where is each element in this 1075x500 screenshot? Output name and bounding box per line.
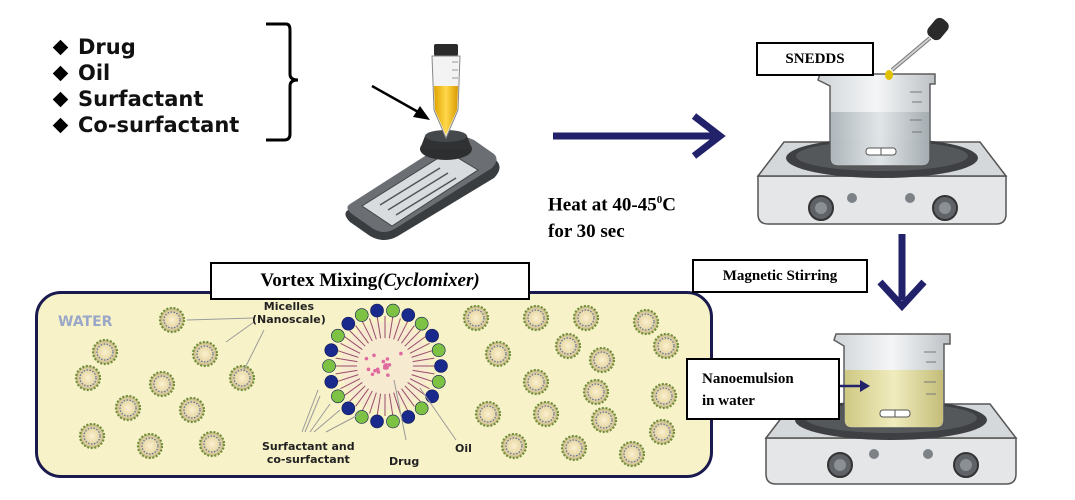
surfactant-head <box>386 304 399 317</box>
micelle <box>230 366 254 390</box>
snedds-text: SNEDDS <box>785 51 844 67</box>
surfactant-head <box>325 344 338 357</box>
snedds-label: SNEDDS <box>756 42 874 76</box>
ingredient-label: Surfactant <box>78 87 203 111</box>
magnetic-stirring-text: Magnetic Stirring <box>723 268 838 284</box>
micelle <box>502 434 526 458</box>
surfactant-head <box>432 375 445 388</box>
surfactant-line1: Surfactant and <box>262 440 355 453</box>
micelle <box>150 372 174 396</box>
micelle <box>138 434 162 458</box>
water-text: WATER <box>58 314 112 330</box>
diamond-bullet-icon <box>53 39 69 55</box>
micelle <box>160 308 184 332</box>
micelle <box>620 442 644 466</box>
micelle <box>80 424 104 448</box>
nanoemulsion-line1: Nanoemulsion <box>702 368 838 390</box>
micelle <box>116 396 140 420</box>
ingredient-label: Co-surfactant <box>78 113 239 137</box>
surfactant-head <box>426 390 439 403</box>
oil-label: Oil <box>455 442 472 455</box>
surfactant-line2: co-surfactant <box>262 453 355 466</box>
surfactant-head <box>415 402 428 415</box>
drug-text: Drug <box>389 455 419 468</box>
surfactant-head <box>323 360 336 373</box>
ingredient-item: Oil <box>52 60 239 86</box>
micelle <box>574 306 598 330</box>
heat-instruction: Heat at 40-450C for 30 sec <box>548 187 676 245</box>
micelle <box>592 408 616 432</box>
nanoemulsion-label: Nanoemulsion in water <box>686 358 840 420</box>
surfactant-head <box>432 344 445 357</box>
vortex-mixing-label: Vortex Mixing(Cyclomixer) <box>210 262 530 300</box>
micelle <box>93 340 117 364</box>
micelle <box>524 370 548 394</box>
heat-text-suffix: C <box>662 194 676 215</box>
surfactant-head <box>415 317 428 330</box>
micelle <box>464 306 488 330</box>
ingredient-item: Co-surfactant <box>52 112 239 138</box>
micelle <box>650 420 674 444</box>
ingredient-item: Surfactant <box>52 86 239 112</box>
micelle <box>584 380 608 404</box>
surfactant-head <box>355 309 368 322</box>
micelles-line1: Micelles <box>252 300 326 313</box>
heat-text-prefix: Heat at 40-45 <box>548 194 657 215</box>
surfactant-head <box>331 390 344 403</box>
ingredient-label: Drug <box>78 35 136 59</box>
surfactant-head <box>426 329 439 342</box>
ingredient-list: Drug Oil Surfactant Co-surfactant <box>52 34 239 138</box>
water-label: WATER <box>58 314 112 330</box>
surfactant-head <box>331 329 344 342</box>
surfactant-head <box>371 415 384 428</box>
surfactant-head <box>402 309 415 322</box>
ingredient-label: Oil <box>78 61 110 85</box>
diamond-bullet-icon <box>53 91 69 107</box>
vortex-italic-text: (Cyclomixer) <box>377 270 479 291</box>
diamond-bullet-icon <box>53 117 69 133</box>
micelle <box>654 334 678 358</box>
nanoemulsion-line2: in water <box>702 390 838 412</box>
surfactant-head <box>355 410 368 423</box>
micelle <box>590 348 614 372</box>
large-micelle <box>323 304 448 428</box>
micelle <box>486 342 510 366</box>
surfactant-head <box>342 317 355 330</box>
micelle <box>534 402 558 426</box>
surfactant-label: Surfactant and co-surfactant <box>262 440 355 466</box>
drug-label: Drug <box>389 455 419 468</box>
ingredient-item: Drug <box>52 34 239 60</box>
micelle <box>193 342 217 366</box>
micelle <box>652 384 676 408</box>
micelle <box>200 432 224 456</box>
micelle <box>556 334 580 358</box>
magnetic-stirring-label: Magnetic Stirring <box>692 259 868 293</box>
surfactant-head <box>435 360 448 373</box>
micelle <box>562 436 586 460</box>
micelles-label: Micelles (Nanoscale) <box>252 300 326 326</box>
surfactant-head <box>342 402 355 415</box>
heat-duration: for 30 sec <box>548 218 676 245</box>
vortex-main-text: Vortex Mixing <box>260 270 377 291</box>
surfactant-head <box>371 304 384 317</box>
micelle <box>180 398 204 422</box>
micelle <box>634 310 658 334</box>
surfactant-head <box>402 410 415 423</box>
micelle <box>476 402 500 426</box>
surfactant-head <box>386 415 399 428</box>
micelle <box>76 366 100 390</box>
micelles-line2: (Nanoscale) <box>252 313 326 326</box>
micelle <box>524 306 548 330</box>
oil-text: Oil <box>455 442 472 455</box>
surfactant-head <box>325 375 338 388</box>
diamond-bullet-icon <box>53 65 69 81</box>
